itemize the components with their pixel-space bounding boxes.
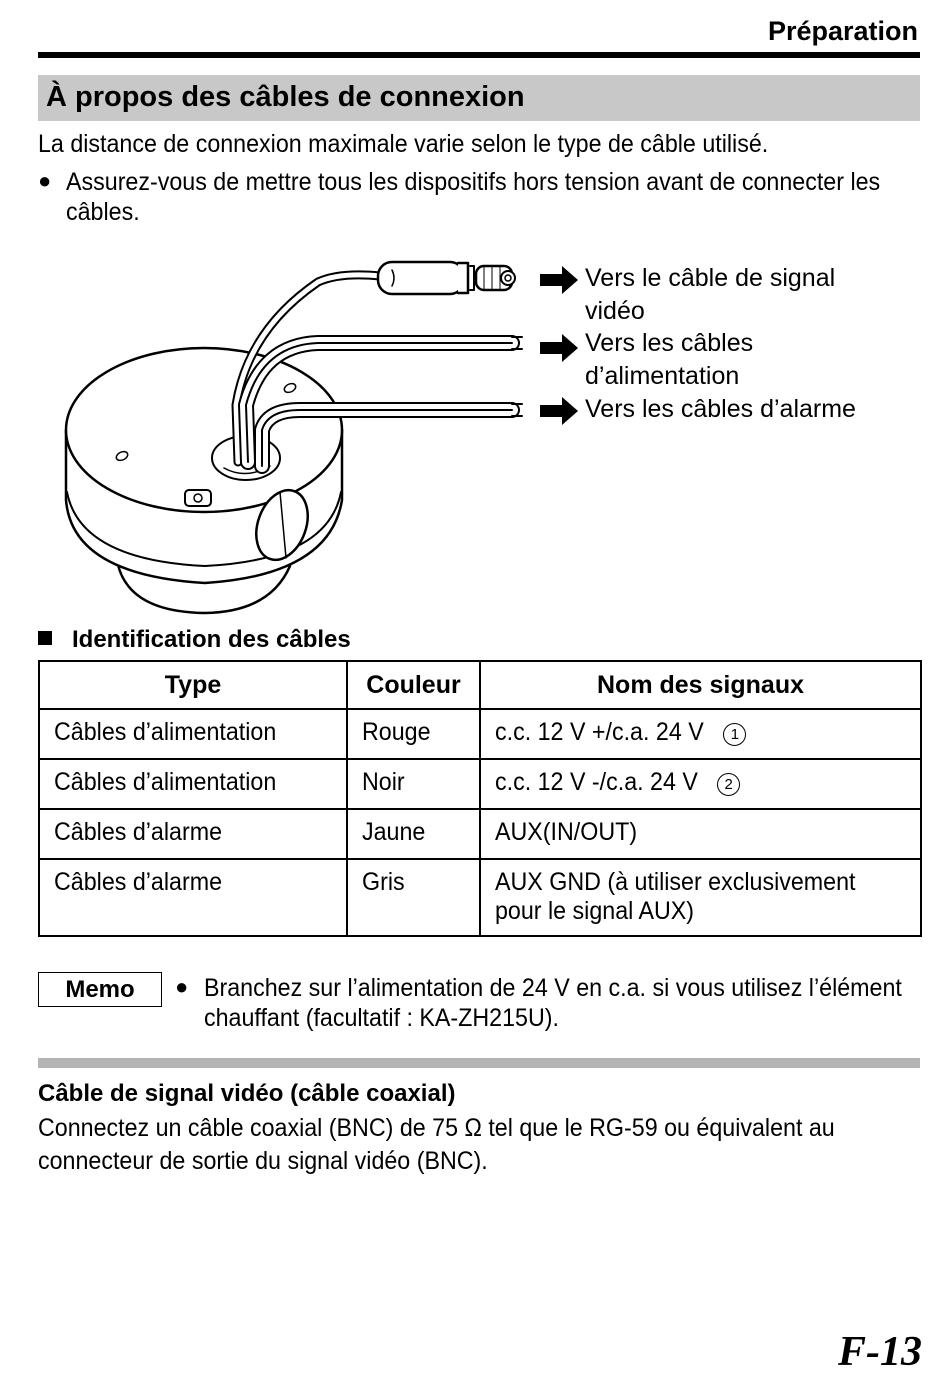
page-number: F-13: [838, 1329, 922, 1375]
cell-type: Câbles d’alarme: [38, 808, 348, 860]
square-bullet-icon: [38, 631, 52, 645]
coax-section-text: Connectez un câble coaxial (BNC) de 75 Ω…: [38, 1114, 835, 1175]
cell-color: Jaune: [346, 808, 481, 860]
cable-identification-table: Type Couleur Nom des signaux Câbles d’al…: [38, 660, 922, 937]
cell-signal: AUX GND (à utiliser exclusivement pour l…: [479, 858, 922, 937]
callout-video-cable: Vers le câble de signal vidéo: [585, 264, 836, 325]
cell-color: Rouge: [346, 708, 481, 760]
cell-type: Câbles d’alimentation: [38, 758, 348, 810]
section-divider: [38, 1058, 920, 1068]
table-row: Câbles d’alarme Gris AUX GND (à utiliser…: [38, 858, 922, 937]
header-section-title: Préparation: [767, 16, 918, 46]
circled-number-2: 2: [717, 773, 741, 796]
bullet-text: Assurez-vous de mettre tous les disposit…: [66, 168, 881, 226]
column-header-color: Couleur: [346, 660, 481, 710]
callout-power-cables: Vers les câbles d’alimentation: [585, 329, 754, 390]
column-header-signal: Nom des signaux: [479, 660, 922, 710]
cell-color: Gris: [346, 858, 481, 937]
callout-alarm-cables: Vers les câbles d’alarme: [585, 395, 856, 423]
memo-label: Memo: [38, 972, 162, 1007]
section-title: À propos des câbles de connexion: [46, 81, 525, 113]
arrow-right-icon: [540, 334, 578, 362]
bullet-icon: ●: [175, 974, 189, 999]
column-header-type: Type: [38, 660, 348, 710]
cable-identification-heading: Identification des câbles: [38, 626, 351, 654]
cell-type: Câbles d’alimentation: [38, 708, 348, 760]
arrow-right-icon: [540, 397, 578, 425]
cell-color: Noir: [346, 758, 481, 810]
section-title-band: À propos des câbles de connexion: [38, 75, 920, 121]
table-row: Câbles d’alimentation Noir c.c. 12 V -/c…: [38, 758, 922, 810]
coax-section-title: Câble de signal vidéo (câble coaxial): [38, 1080, 456, 1107]
cell-signal: AUX(IN/OUT): [479, 808, 922, 860]
circled-number-1: 1: [723, 723, 747, 746]
intro-text: La distance de connexion maximale varie …: [38, 130, 769, 158]
table-header-row: Type Couleur Nom des signaux: [38, 660, 922, 710]
cable-identification-heading-text: Identification des câbles: [72, 626, 351, 653]
table-row: Câbles d’alarme Jaune AUX(IN/OUT): [38, 808, 922, 860]
camera-cable-diagram: [64, 260, 523, 615]
table-row: Câbles d’alimentation Rouge c.c. 12 V +/…: [38, 708, 922, 760]
arrow-right-icon: [540, 266, 578, 294]
cell-type: Câbles d’alarme: [38, 858, 348, 937]
memo-text: Branchez sur l’alimentation de 24 V en c…: [204, 974, 902, 1032]
bullet-icon: ●: [38, 168, 52, 193]
header-rule: [38, 52, 920, 58]
